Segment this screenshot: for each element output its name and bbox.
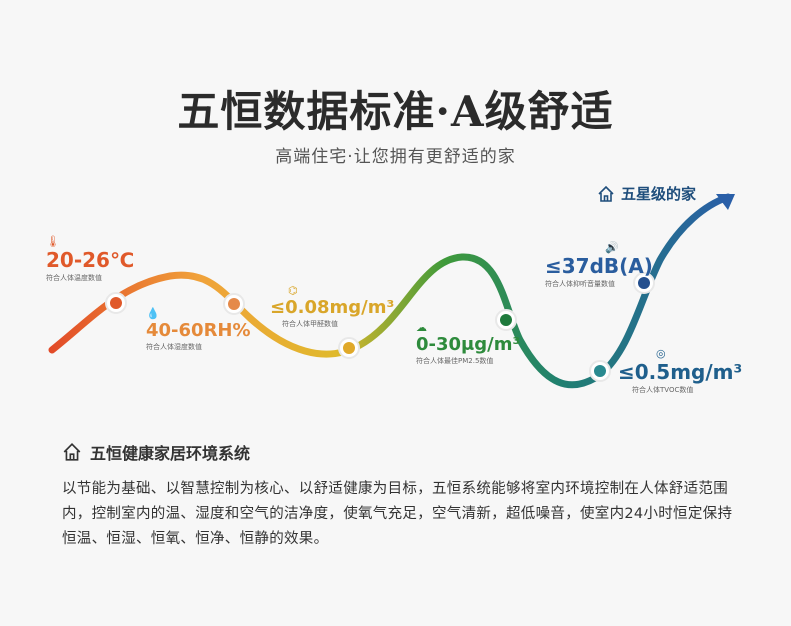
page-subtitle: 高端住宅·让您拥有更舒适的家	[275, 147, 516, 167]
molecule-icon: ⌬	[288, 284, 298, 297]
metric-tvoc-caption: 符合人体TVOC数值	[632, 386, 694, 394]
metric-noise-value: ≤37dB(A)	[545, 254, 653, 278]
metric-formaldehyde-caption: 符合人体甲醛数值	[282, 320, 338, 328]
metric-formaldehyde: ⌬ ≤0.08mg/m³ 符合人体甲醛数值	[270, 285, 394, 329]
metric-pm25: ☁ 0-30μg/m³ 符合人体最佳PM2.5数值	[416, 322, 520, 366]
droplet-icon: 💧	[146, 307, 160, 320]
home-icon	[598, 185, 614, 202]
metric-tvoc: ◎ ≤0.5mg/m³ 符合人体TVOC数值	[618, 348, 742, 395]
metric-noise-caption: 符合人体抑听音量数值	[545, 280, 615, 288]
five-star-label: 五星级的家	[597, 183, 696, 204]
cloud-icon: ☁	[416, 321, 427, 334]
section-heading: 五恒健康家居环境系统	[62, 440, 250, 464]
tvoc-icon: ◎	[656, 347, 666, 360]
metric-humidity-caption: 符合人体湿度数值	[146, 343, 202, 351]
curve-line	[48, 193, 732, 389]
metric-temp-value: 20-26℃	[46, 248, 135, 272]
section-body: 以节能为基础、以智慧控制为核心、以舒适健康为目标，五恒系统能够将室内环境控制在人…	[62, 481, 733, 547]
curve-nodes	[105, 272, 655, 382]
section-heading-text: 五恒健康家居环境系统	[90, 444, 251, 463]
page-title: 五恒数据标准·A级舒适	[177, 87, 614, 136]
metric-formaldehyde-value: ≤0.08mg/m³	[270, 297, 395, 318]
metric-tvoc-value: ≤0.5mg/m³	[618, 360, 743, 384]
sound-icon: 🔊	[605, 241, 619, 254]
metric-temp: 🌡 20-26℃ 符合人体温度数值	[46, 236, 134, 283]
curve-arrow-head	[716, 194, 735, 210]
metric-humidity-value: 40-60RH%	[146, 320, 251, 341]
metric-pm25-caption: 符合人体最佳PM2.5数值	[416, 357, 494, 365]
metric-temp-caption: 符合人体温度数值	[46, 274, 102, 282]
thermometer-icon: 🌡	[46, 235, 60, 248]
metric-pm25-value: 0-30μg/m³	[416, 334, 521, 355]
five-star-text: 五星级的家	[621, 185, 697, 203]
metric-noise: 🔊 ≤37dB(A) 符合人体抑听音量数值	[545, 242, 653, 289]
metric-humidity: 💧 40-60RH% 符合人体湿度数值	[146, 308, 251, 352]
home-icon	[63, 443, 81, 461]
